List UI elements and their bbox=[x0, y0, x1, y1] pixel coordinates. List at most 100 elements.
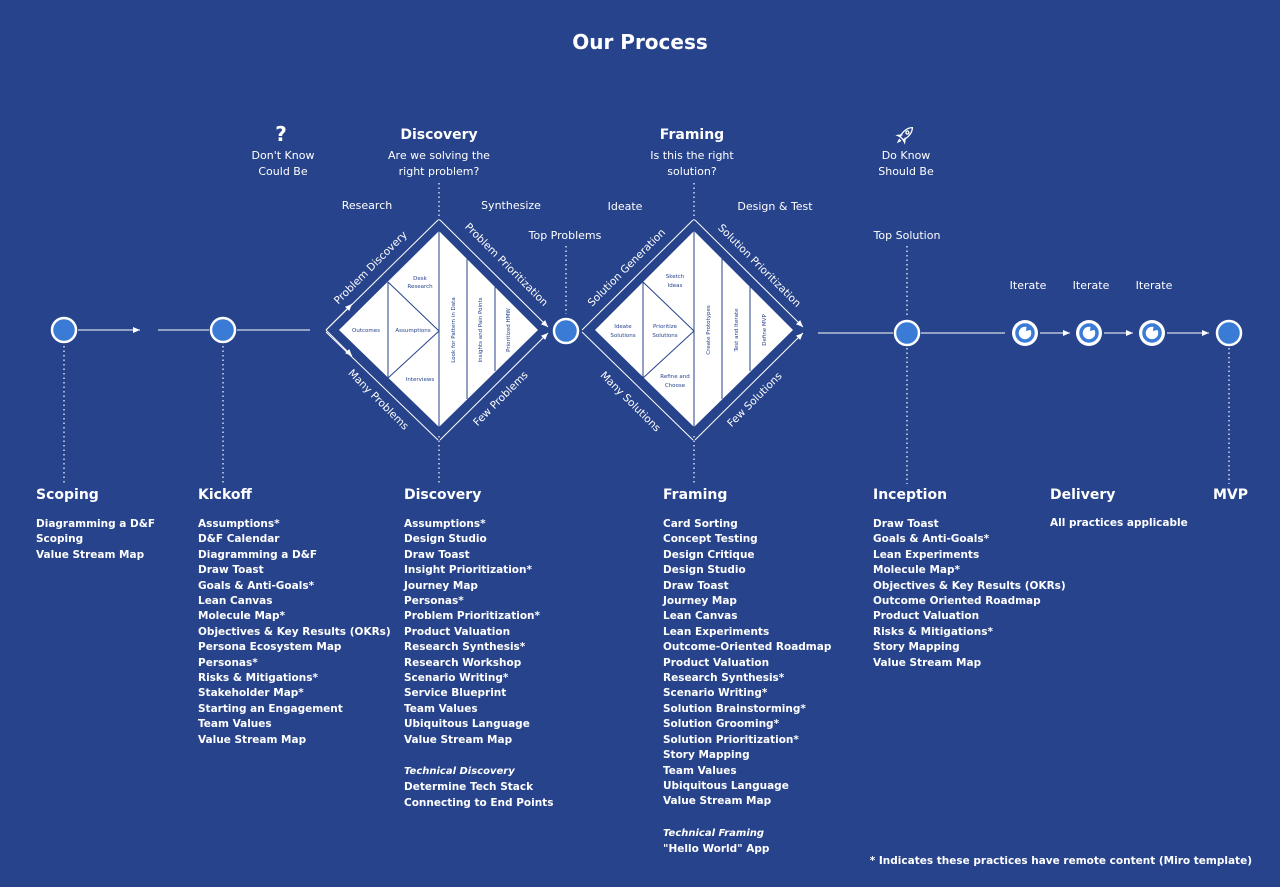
d1-desk-research-2: Research bbox=[407, 284, 433, 290]
practice-item: Journey Map bbox=[404, 579, 478, 592]
do-know-line1: Do Know bbox=[881, 149, 931, 162]
column-title: Discovery bbox=[404, 487, 482, 503]
practice-item: Stakeholder Map* bbox=[198, 687, 304, 700]
d1-assumptions: Assumptions bbox=[395, 328, 430, 334]
label-iterate-2: Iterate bbox=[1072, 279, 1110, 292]
practice-item: Goals & Anti-Goals* bbox=[873, 533, 990, 546]
column-subtitle: Technical Framing bbox=[663, 827, 765, 839]
practice-item: Draw Toast bbox=[198, 564, 264, 577]
d2-sketch-2: Ideas bbox=[668, 283, 683, 289]
practice-item: Assumptions* bbox=[198, 518, 280, 530]
practice-item: Value Stream Map bbox=[663, 795, 772, 808]
question-icon: ? bbox=[275, 122, 287, 146]
iterate-icon bbox=[1139, 320, 1165, 346]
footnote: * Indicates these practices have remote … bbox=[869, 855, 1252, 867]
practice-item: Outcome-Oriented Roadmap bbox=[663, 641, 832, 654]
practice-item: Personas* bbox=[404, 595, 464, 608]
practice-item: Scoping bbox=[36, 533, 84, 546]
column-title: Scoping bbox=[36, 487, 99, 503]
practice-item: Personas* bbox=[198, 656, 258, 669]
column-delivery: Delivery All practices applicable bbox=[1050, 487, 1188, 529]
practice-item: Solution Prioritization* bbox=[663, 733, 799, 746]
label-iterate-1: Iterate bbox=[1009, 279, 1047, 292]
iterate-nodes bbox=[1012, 320, 1165, 346]
iterate-icon bbox=[1012, 320, 1038, 346]
practice-item: Product Valuation bbox=[663, 656, 770, 669]
practice-item: Value Stream Map bbox=[873, 656, 982, 669]
practice-item: Product Valuation bbox=[404, 625, 511, 638]
practice-item: Draw Toast bbox=[873, 518, 939, 530]
practice-item: Story Mapping bbox=[663, 749, 750, 762]
node-mvp bbox=[1215, 319, 1243, 347]
d1-insights: Insights and Pain Points bbox=[478, 297, 484, 362]
diamond-2-inner bbox=[595, 231, 793, 427]
column-title: MVP bbox=[1213, 487, 1249, 503]
diamond-1-outline bbox=[325, 219, 549, 441]
practice-item: Story Mapping bbox=[873, 641, 960, 654]
framing-heading: Framing bbox=[659, 127, 725, 143]
practice-item: Research Synthesis* bbox=[663, 672, 785, 685]
practice-item: Solution Grooming* bbox=[663, 718, 780, 731]
d2-sketch-1: Sketch bbox=[666, 274, 685, 280]
d2-prioritize-1: Prioritize bbox=[653, 324, 678, 330]
practice-item: Molecule Map* bbox=[198, 610, 285, 623]
practice-item: Team Values bbox=[663, 764, 737, 777]
practice-item: Journey Map bbox=[663, 595, 737, 608]
practice-item: Design Studio bbox=[663, 564, 746, 577]
label-synthesize: Synthesize bbox=[481, 199, 541, 212]
practice-item: Risks & Mitigations* bbox=[198, 672, 318, 685]
column-subtitle: Technical Discovery bbox=[404, 766, 515, 778]
practice-item: Determine Tech Stack bbox=[404, 781, 534, 794]
iterate-icon bbox=[1076, 320, 1102, 346]
practice-item: Scenario Writing* bbox=[404, 672, 509, 685]
label-ideate: Ideate bbox=[607, 200, 643, 213]
practice-item: Molecule Map* bbox=[873, 564, 960, 577]
practice-item: Lean Experiments bbox=[873, 548, 980, 561]
practice-item: Draw Toast bbox=[663, 579, 729, 592]
dotted-guides bbox=[63, 183, 1230, 484]
practice-item: Value Stream Map bbox=[36, 548, 145, 561]
do-know-caption: Do Know Should Be bbox=[836, 148, 976, 180]
d2-refine-2: Choose bbox=[665, 383, 686, 389]
d2-refine-1: Refine and bbox=[660, 374, 689, 380]
node-top-problems bbox=[552, 317, 580, 345]
practice-item: Team Values bbox=[198, 718, 272, 731]
page-title: Our Process bbox=[572, 30, 708, 54]
practice-item: Concept Testing bbox=[663, 533, 758, 546]
practice-sub-list: "Hello World" App bbox=[663, 842, 831, 857]
practice-item: Draw Toast bbox=[404, 548, 470, 561]
practice-item: D&F Calendar bbox=[198, 533, 280, 546]
practice-item: Value Stream Map bbox=[198, 733, 307, 746]
label-research: Research bbox=[341, 199, 393, 212]
practice-item: Ubiquitous Language bbox=[404, 718, 530, 731]
practice-item: Ubiquitous Language bbox=[663, 779, 789, 792]
dont-know-line1: Don't Know bbox=[251, 149, 315, 162]
timeline-connectors bbox=[78, 327, 1209, 336]
practice-item: Lean Canvas bbox=[198, 595, 273, 608]
diamond-1-inner bbox=[339, 231, 538, 427]
diamond-2-outline bbox=[581, 219, 804, 441]
column-title: Delivery bbox=[1050, 487, 1116, 503]
discovery-line1: Are we solving the bbox=[388, 149, 490, 162]
timeline-nodes bbox=[50, 316, 1243, 347]
practice-item: Card Sorting bbox=[663, 518, 738, 530]
label-design-test: Design & Test bbox=[737, 200, 813, 213]
practice-item: Diagramming a D&F bbox=[36, 518, 156, 530]
d1-look-for-pattern: Look for Pattern in Data bbox=[451, 297, 457, 362]
discovery-heading: Discovery bbox=[400, 127, 478, 143]
practice-item: Scenario Writing* bbox=[663, 687, 768, 700]
practice-item: Starting an Engagement bbox=[198, 702, 343, 715]
practice-item: Research Synthesis* bbox=[404, 641, 526, 654]
practice-item: Assumptions* bbox=[404, 518, 486, 530]
d2-ideate-2: Solutions bbox=[610, 333, 635, 339]
framing-line2: solution? bbox=[667, 165, 717, 178]
